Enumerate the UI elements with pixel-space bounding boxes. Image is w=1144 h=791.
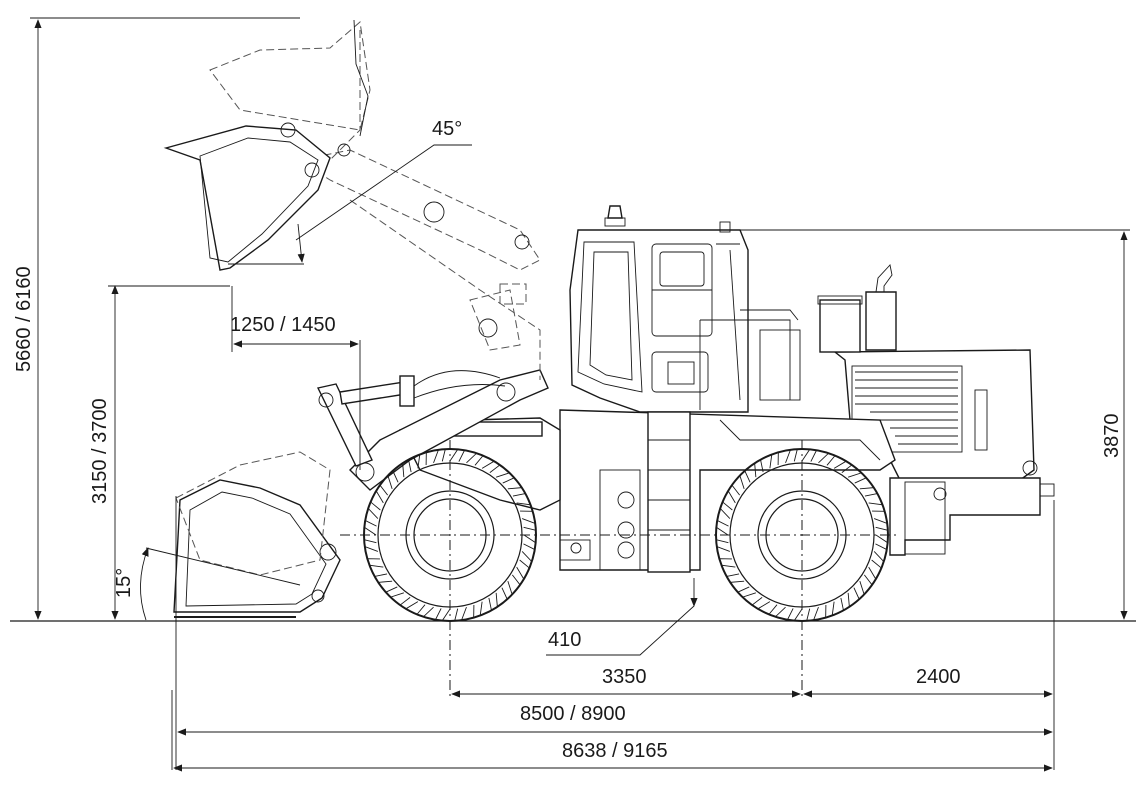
ground-clearance-label: 410	[548, 629, 581, 651]
rollback-angle-label: 15°	[113, 568, 135, 598]
total-length-label: 8638 / 9165	[562, 740, 668, 762]
counterweight	[889, 477, 1041, 556]
beacon-light	[607, 205, 623, 219]
cab	[569, 229, 749, 413]
lift-arm-raised-ghost	[298, 149, 541, 271]
bucket-rollback-ghost	[175, 451, 331, 576]
tilt-cylinder	[339, 381, 407, 405]
hinge-height-label: 3150 / 3700	[89, 398, 111, 504]
engine-grille	[851, 365, 963, 453]
reach-label: 1250 / 1450	[230, 314, 336, 336]
access-ladder	[647, 411, 691, 573]
bucket-raised	[163, 125, 331, 271]
wheelbase-label: 3350	[602, 666, 647, 688]
cab-height-label: 3870	[1101, 414, 1123, 459]
bucket-raised-ghost	[209, 21, 371, 131]
total-height-label: 5660 / 6160	[13, 266, 35, 372]
rear-overhang-label: 2400	[916, 666, 961, 688]
loader-machine	[163, 19, 1055, 700]
dimension-lines	[30, 17, 1130, 772]
bucket-lowered	[173, 479, 341, 613]
length-label: 8500 / 8900	[520, 703, 626, 725]
exhaust-stack	[865, 291, 897, 351]
dump-angle-label: 45°	[432, 118, 462, 140]
